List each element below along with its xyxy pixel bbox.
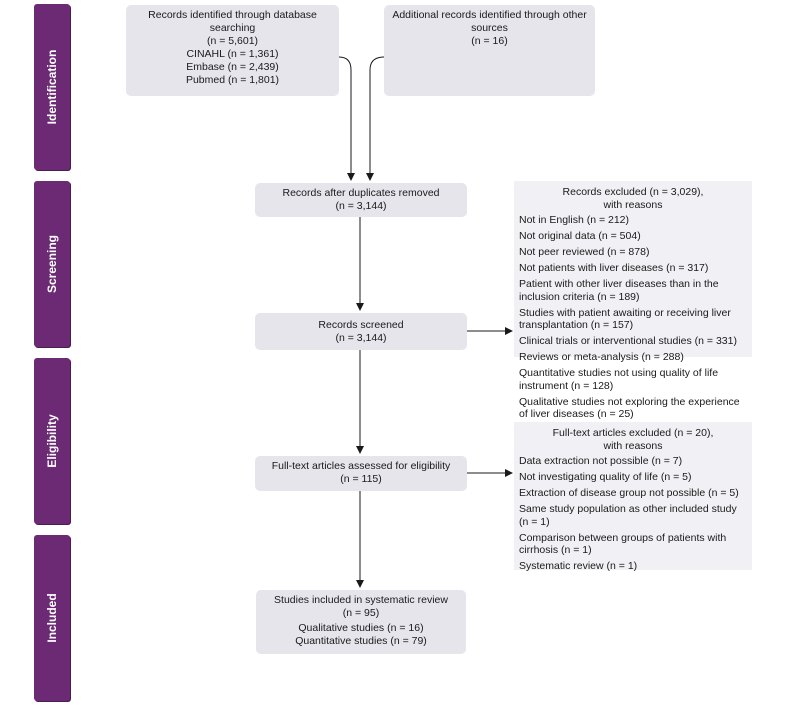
exclusion-reason: Not original data (n = 504)	[519, 230, 641, 242]
heading-line: Records excluded (n = 3,029),	[562, 186, 704, 198]
box-line: (n = 16)	[471, 35, 508, 47]
exclusion-reason: Reviews or meta-analysis (n = 288)	[519, 351, 684, 363]
box-records-screened: Records screened (n = 3,144)	[255, 313, 467, 350]
records-excluded-heading: Records excluded (n = 3,029), with reaso…	[519, 186, 747, 211]
exclusion-reason: Not in English (n = 212)	[519, 214, 630, 226]
box-line: (n = 3,144)	[335, 200, 387, 212]
box-line: Pubmed (n = 1,801)	[185, 74, 280, 86]
exclusion-reason: Not peer reviewed (n = 878)	[519, 246, 650, 258]
box-line: sources	[471, 22, 508, 34]
phase-eligibility: Eligibility	[34, 358, 70, 524]
box-line: (n = 115)	[340, 473, 382, 485]
box-line: Records after duplicates removed	[282, 187, 440, 199]
exclusion-reason: Not investigating quality of life (n = 5…	[519, 471, 692, 483]
box-line: Studies included in systematic review	[274, 594, 448, 606]
box-line: Records identified through database	[148, 9, 317, 21]
heading-line: Full-text articles excluded (n = 20),	[552, 427, 714, 439]
box-other-sources: Additional records identified through ot…	[384, 5, 595, 96]
exclusion-reason: Qualitative studies not exploring the ex…	[519, 395, 740, 421]
box-line: (n = 3,144)	[335, 332, 387, 344]
box-line: Qualitative studies (n = 16)	[298, 622, 424, 634]
box-duplicates-removed: Records after duplicates removed (n = 3,…	[255, 183, 467, 217]
box-database-search: Records identified through database sear…	[126, 5, 339, 96]
box-line: Full-text articles assessed for eligibil…	[271, 460, 451, 472]
box-line: (n = 5,601)	[206, 35, 259, 47]
exclusion-reason: Not patients with liver diseases (n = 31…	[519, 262, 709, 274]
arrow-db-to-duplicates	[338, 56, 355, 181]
exclusion-reason: Systematic review (n = 1)	[519, 560, 638, 572]
exclusion-reason: Clinical trials or interventional studie…	[519, 335, 737, 347]
fulltext-excluded-panel: Full-text articles excluded (n = 20), wi…	[514, 422, 752, 572]
phase-included: Included	[34, 535, 70, 701]
records-excluded-panel: Records excluded (n = 3,029), with reaso…	[514, 181, 752, 420]
exclusion-reason: Patient with other liver diseases than i…	[519, 278, 719, 303]
box-line: Records screened	[318, 319, 404, 331]
exclusion-reason: Data extraction not possible (n = 7)	[519, 455, 683, 467]
box-fulltext-assessed: Full-text articles assessed for eligibil…	[255, 456, 467, 491]
box-studies-included: Studies included in systematic review (n…	[256, 590, 466, 654]
exclusion-reason: Studies with patient awaiting or receivi…	[519, 306, 731, 332]
box-line: CINAHL (n = 1,361)	[186, 48, 279, 60]
phase-screening: Screening	[34, 181, 70, 347]
exclusion-reason: Comparison between groups of patients wi…	[519, 531, 727, 557]
box-line: Embase (n = 2,439)	[186, 61, 279, 73]
phase-identification: Identification	[34, 4, 70, 170]
box-line: Additional records identified through ot…	[392, 9, 587, 21]
box-line: searching	[209, 22, 256, 34]
exclusion-reason: Extraction of disease group not possible…	[519, 487, 739, 499]
heading-line: with reasons	[603, 439, 663, 452]
arrow-other-to-duplicates	[366, 56, 385, 181]
fulltext-excluded-heading: Full-text articles excluded (n = 20), wi…	[519, 427, 747, 452]
exclusion-reason: Quantitative studies not using quality o…	[519, 367, 719, 392]
box-line: (n = 95)	[342, 607, 380, 619]
heading-line: with reasons	[603, 198, 663, 211]
box-line: Quantitative studies (n = 79)	[295, 635, 427, 647]
exclusion-reason: Same study population as other included …	[519, 503, 737, 528]
